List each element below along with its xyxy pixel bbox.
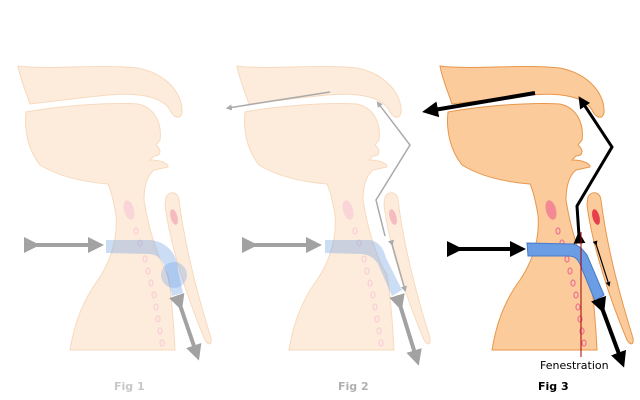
figure-1 [17,65,212,361]
fig-3-caption: Fig 3 [538,380,569,393]
fenestration-label: Fenestration [540,359,609,372]
tracheostomy-tube [106,240,183,296]
cuff [161,262,187,288]
airflow-arrow-upper-airway [573,96,614,244]
figure-2 [225,65,431,366]
fig-2-caption: Fig 2 [338,380,369,393]
airflow-arrow [375,101,411,237]
tracheostomy-tube [325,240,402,296]
figure-3 [422,65,634,368]
vertical-arrow [591,295,627,368]
anatomy-illustration [439,65,634,351]
small-arrow [388,239,407,293]
airflow-arrow [225,91,331,111]
airflow-arrow-out-mouth [422,91,536,118]
small-arrow [592,240,611,287]
fig-1-caption: Fig 1 [114,380,145,393]
vertical-arrow [389,293,422,366]
vertical-arrow [169,292,202,361]
